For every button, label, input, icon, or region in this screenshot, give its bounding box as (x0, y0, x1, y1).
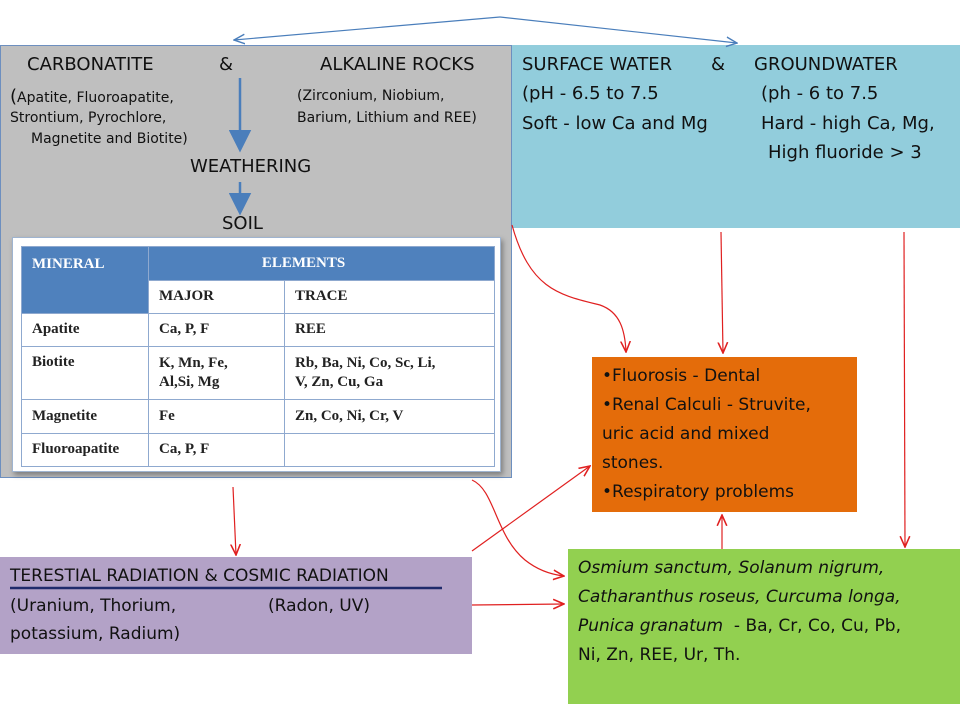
cell-mineral: Biotite (21, 345, 149, 401)
surface-water-to-health-arrow (721, 231, 723, 353)
mineral-elements-table: MINERAL ELEMENTS MAJOR TRACE Apatite Ca,… (21, 245, 495, 468)
groundwater-to-plants-arrow (904, 231, 905, 547)
surface-water-hardness: Soft - low Ca and Mg (522, 113, 708, 134)
radiation-line-2: potassium, Radium) (10, 624, 181, 644)
cell-trace (284, 432, 495, 468)
cell-mineral: Magnetite (21, 399, 149, 434)
cell-mineral: Apatite (21, 312, 149, 347)
top-split-arrow-right (499, 16, 737, 43)
carbonatite-amp: & (219, 54, 234, 75)
plants-line-4: Ni, Zn, REE, Ur, Th. (578, 645, 741, 665)
plants-box (568, 549, 960, 704)
plants-line-3: Punica granatum - Ba, Cr, Co, Cu, Pb, (578, 616, 901, 636)
carbonatite-list-line-1: (Apatite, Fluoroapatite, (10, 86, 174, 107)
radiation-box (0, 557, 472, 654)
groundwater-hardness: Hard - high Ca, Mg, (761, 113, 935, 134)
alkaline-title: ALKALINE ROCKS (320, 54, 475, 75)
groundwater-title: GROUNDWATER (754, 54, 898, 75)
soil-to-radiation-arrow (233, 486, 236, 555)
radiation-to-plants-arrow (471, 604, 564, 605)
cell-trace: Zn, Co, Ni, Cr, V (284, 399, 495, 434)
header-mineral: MINERAL (21, 246, 149, 314)
surface-water-title: SURFACE WATER (522, 54, 673, 75)
radiation-title: TERESTIAL RADIATION & COSMIC RADIATION (10, 566, 389, 586)
radiation-line-1-right: (Radon, UV) (268, 596, 370, 616)
top-split-arrow-left (234, 16, 501, 40)
cell-major: K, Mn, Fe,Al,Si, Mg (148, 345, 285, 401)
cell-trace: Rb, Ba, Ni, Co, Sc, Li,V, Zn, Cu, Ga (284, 345, 495, 401)
health-effects-box (592, 357, 857, 512)
alkaline-list-line-1: (Zirconium, Niobium, (297, 88, 445, 104)
table-row: Magnetite Fe Zn, Co, Ni, Cr, V (21, 399, 495, 434)
surface-water-ph: (pH - 6.5 to 7.5 (522, 83, 659, 104)
subheader-major: MAJOR (148, 280, 285, 314)
cell-trace: REE (284, 312, 495, 347)
radiation-to-health-arrow (471, 466, 590, 552)
subheader-trace: TRACE (284, 280, 495, 314)
soil-label: SOIL (222, 213, 263, 234)
table-row: Biotite K, Mn, Fe,Al,Si, Mg Rb, Ba, Ni, … (21, 345, 495, 401)
groundwater-ph: (ph - 6 to 7.5 (761, 83, 879, 104)
table-row: Fluoroapatite Ca, P, F (21, 432, 495, 468)
health-item-1: •Fluorosis - Dental (602, 366, 761, 386)
health-item-5: •Respiratory problems (602, 482, 795, 502)
plants-line-2: Catharanthus roseus, Curcuma longa, (578, 587, 901, 607)
plants-line-1: Osmium sanctum, Solanum nigrum, (578, 558, 885, 578)
water-amp: & (711, 54, 726, 75)
soil-to-plants-arrow (471, 479, 564, 576)
cell-mineral: Fluoroapatite (21, 432, 149, 468)
alkaline-list-line-2: Barium, Lithium and REE) (297, 110, 477, 126)
carbonatite-title: CARBONATITE (27, 54, 154, 75)
weathering-label: WEATHERING (190, 156, 312, 177)
groundwater-fluoride: High fluoride > 3 (768, 142, 922, 163)
radiation-line-1-left: (Uranium, Thorium, (10, 596, 177, 616)
health-item-4: stones. (602, 453, 664, 473)
health-item-2: •Renal Calculi - Struvite, (602, 395, 811, 415)
cell-major: Fe (148, 399, 285, 434)
carbonatite-to-health-arrow (511, 224, 626, 352)
water-box (512, 45, 960, 228)
carbonatite-list-line-2: Strontium, Pyrochlore, (10, 110, 167, 126)
carbonatite-list-line-3: Magnetite and Biotite) (31, 131, 188, 147)
health-item-3: uric acid and mixed (602, 424, 770, 444)
